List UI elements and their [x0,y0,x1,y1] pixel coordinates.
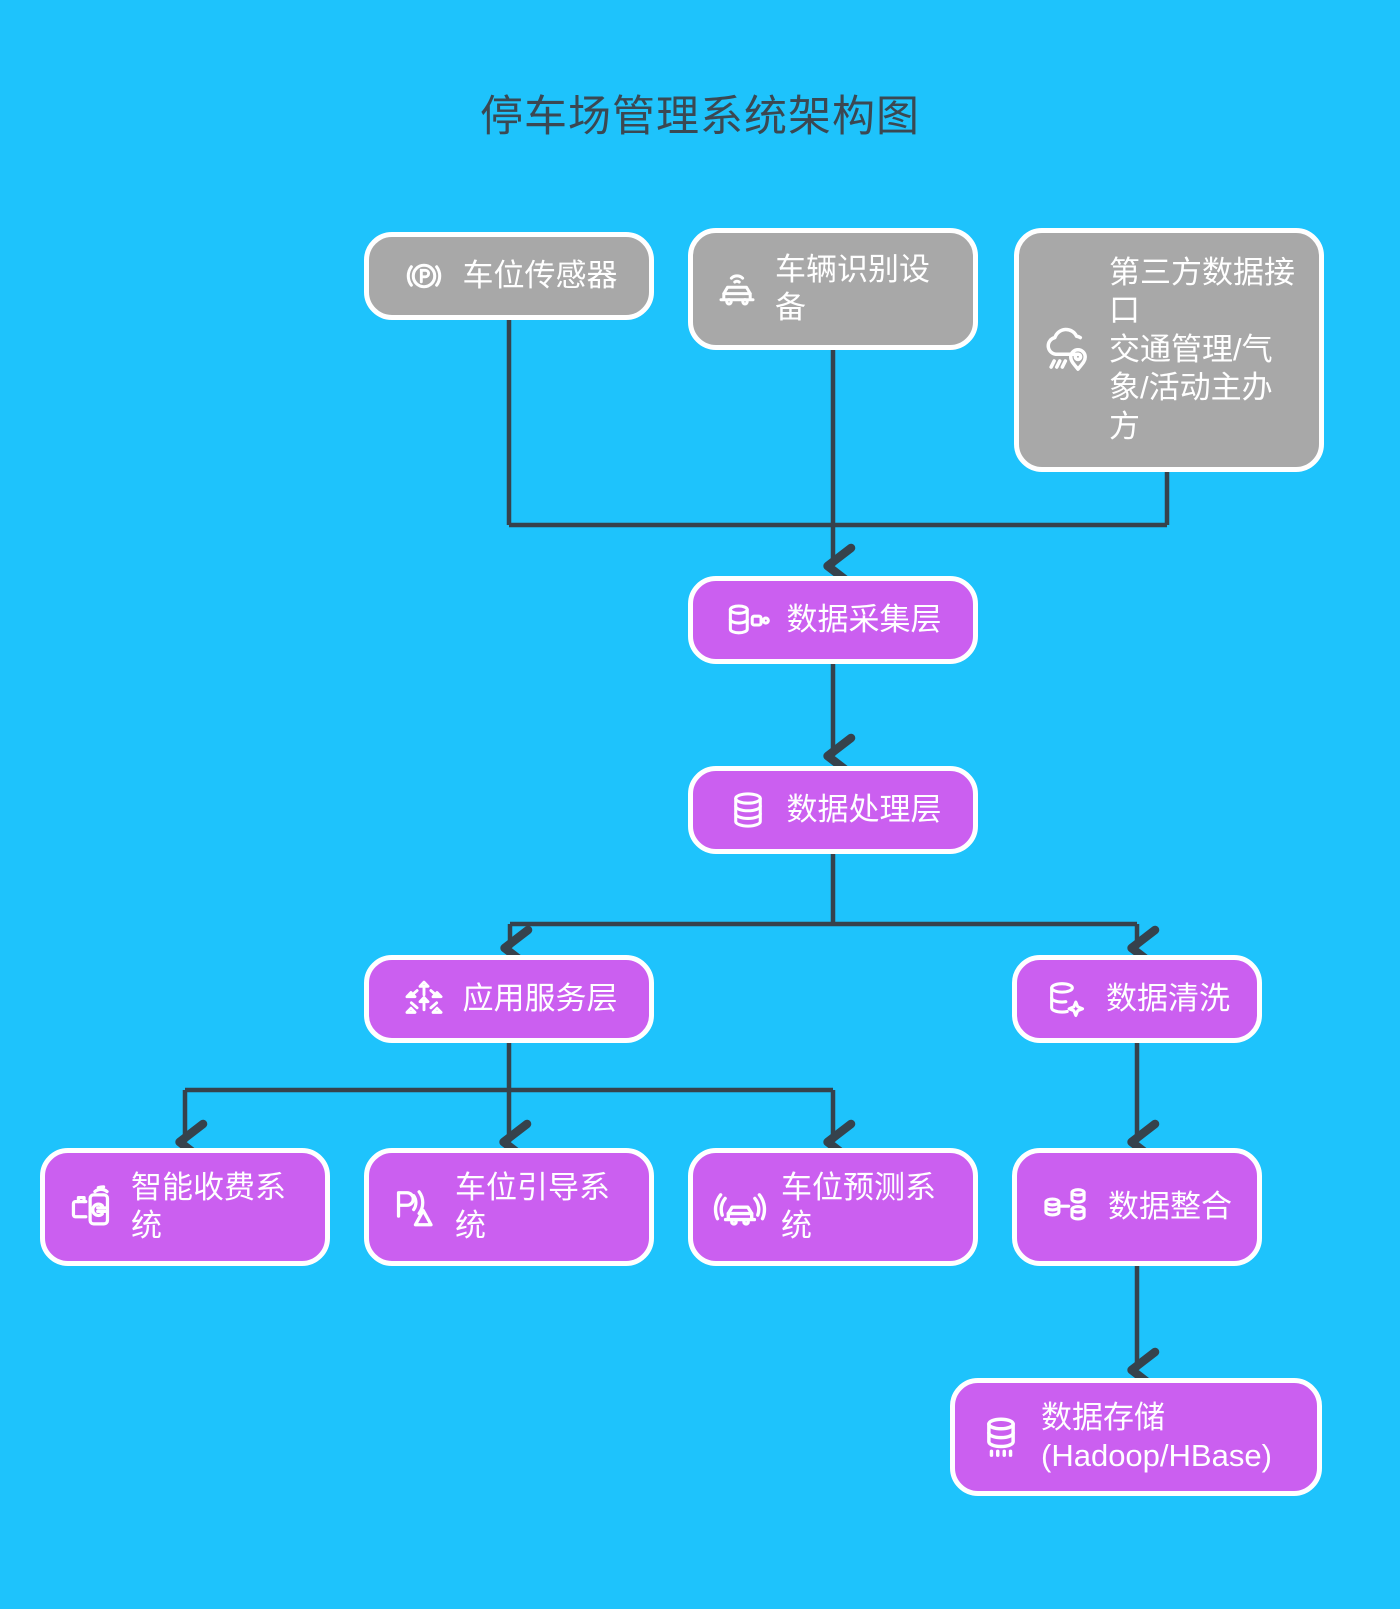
node-third-party-data-interface[interactable]: 第三方数据接口 交通管理/气象/活动主办方 [1014,228,1324,472]
node-data-storage[interactable]: 数据存储 (Hadoop/HBase) [950,1378,1322,1496]
database-store-icon [987,1417,1015,1457]
node-label: 智能收费系统 [131,1169,286,1243]
database-stack-icon [733,792,762,828]
node-parking-prediction-system[interactable]: 车位预测系统 [688,1148,978,1266]
node-parking-sensor[interactable]: 车位传感器 [364,232,654,320]
node-label: 第三方数据接口 交通管理/气象/活动主办方 [1109,254,1299,446]
node-label-line1: 数据存储 [1041,1399,1165,1435]
node-label-line2: (Hadoop/HBase) [1041,1438,1272,1473]
car-detect-icon [713,1193,767,1226]
cloud-rain-location-icon [1046,327,1087,371]
node-parking-guidance-system[interactable]: 车位引导系统 [364,1148,654,1266]
database-sparkle-icon [1050,982,1085,1018]
node-data-collection-layer[interactable]: 数据采集层 [688,576,978,664]
page-title: 停车场管理系统架构图 [480,93,920,141]
node-label: 车位预测系统 [781,1169,936,1243]
node-label: 车位传感器 [462,257,618,293]
parking-guidance-icon [396,1190,433,1227]
node-label-line2: 交通管理/气象/活动主办方 [1109,331,1273,444]
parking-sensor-icon [406,263,441,289]
node-label: 数据采集层 [786,601,942,637]
network-graph-icon [405,980,442,1014]
node-data-integration[interactable]: 数据整合 [1012,1148,1262,1266]
database-merge-icon [1044,1188,1086,1221]
node-label-line1: 第三方数据接口 [1109,254,1295,329]
node-label: 数据处理层 [786,791,942,827]
contactless-payment-icon [71,1185,110,1226]
node-label: 数据清洗 [1106,980,1230,1016]
node-label: 数据存储 (Hadoop/HBase) [1041,1399,1297,1476]
node-data-processing-layer[interactable]: 数据处理层 [688,766,978,854]
node-smart-billing-system[interactable]: 智能收费系统 [40,1148,330,1266]
database-nodes-icon [728,604,770,635]
node-label: 数据整合 [1108,1188,1232,1224]
node-data-cleaning[interactable]: 数据清洗 [1012,955,1262,1043]
node-label: 车位引导系统 [455,1169,610,1243]
node-application-service-layer[interactable]: 应用服务层 [364,955,654,1043]
node-vehicle-identification[interactable]: 车辆识别设备 [688,228,978,350]
connected-car-icon [719,274,755,306]
node-label: 应用服务层 [462,980,618,1016]
node-label: 车辆识别设备 [775,251,930,325]
